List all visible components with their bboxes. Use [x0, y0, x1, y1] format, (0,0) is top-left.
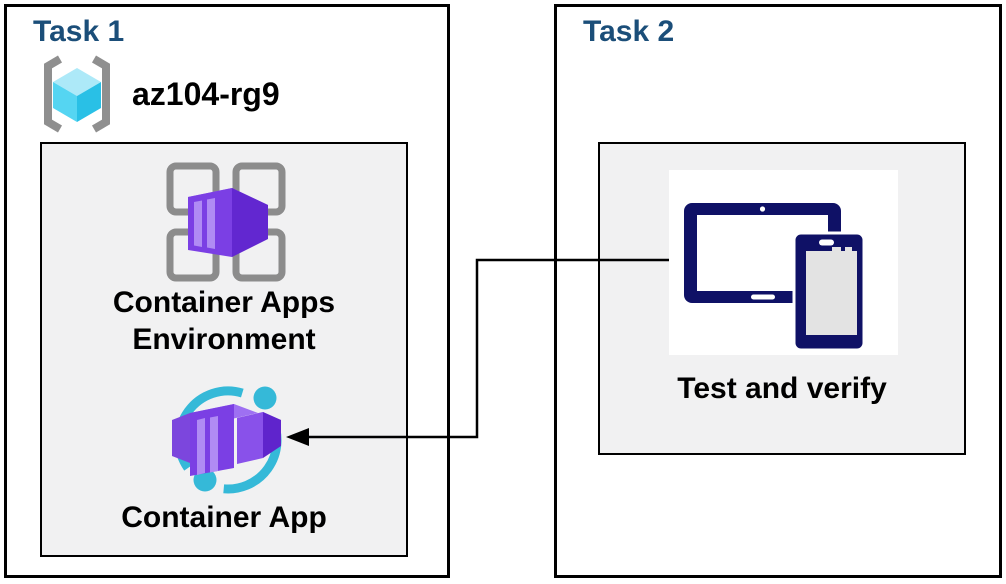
task1-resources-box: Container Apps Environment Container App — [40, 142, 408, 557]
container-app-icon — [172, 386, 282, 494]
task2-group: Task 2 Test and verify — [554, 4, 1002, 578]
test-and-verify-label: Test and verify — [677, 372, 887, 405]
container-apps-environment-icon — [166, 162, 286, 282]
task1-group: Task 1 az104-rg9 — [4, 4, 450, 578]
task2-title: Task 2 — [583, 15, 675, 48]
resource-group-name: az104-rg9 — [132, 75, 280, 112]
task2-resources-box: Test and verify — [598, 142, 966, 455]
test-and-verify-card — [669, 170, 898, 355]
resource-group: az104-rg9 — [36, 55, 280, 133]
container-apps-environment-label: Container Apps Environment — [112, 286, 336, 356]
tablet-and-phone-icon — [684, 203, 866, 352]
container-app-label: Container App — [121, 501, 327, 534]
resource-group-icon — [44, 55, 110, 133]
task1-title: Task 1 — [33, 15, 125, 48]
